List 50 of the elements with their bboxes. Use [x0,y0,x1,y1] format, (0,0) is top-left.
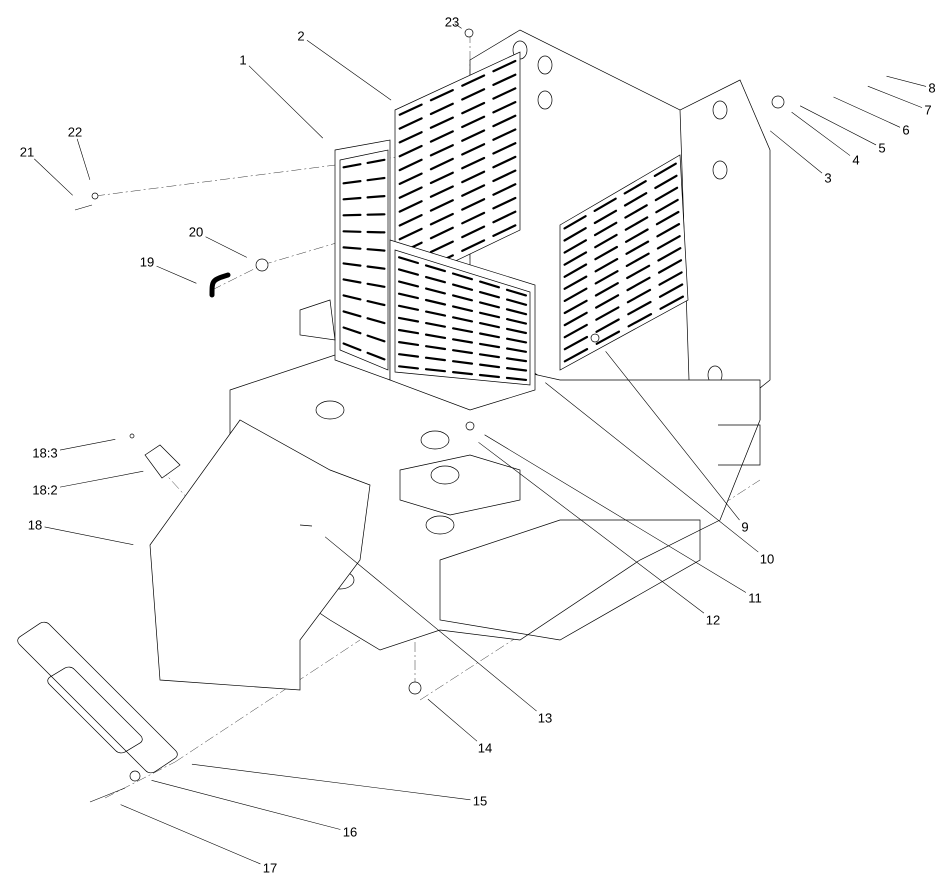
callout-number: 1 [240,56,246,64]
callout-number: 10 [760,554,774,564]
leader-line [60,439,116,450]
callout-number: 18 [28,520,42,530]
callout-number: 15 [474,796,487,806]
callout-number: 14 [478,744,492,752]
leader-line [800,106,876,146]
leader-line [44,526,134,545]
callout-number: 13 [538,713,552,723]
callout-number: 5 [878,143,886,153]
callout-number: 6 [903,125,910,135]
leader-line [76,138,90,180]
callout-number: 20 [189,227,203,237]
callout-number: 3 [824,173,832,183]
callout-number: 2 [298,31,304,41]
leader-line [428,698,478,742]
leader-line [545,382,759,552]
leader-line [886,76,926,87]
leader-line [770,130,822,174]
callout-number: 4 [852,156,860,164]
leader-line [324,536,537,712]
callout-number: 22 [68,127,82,137]
callout-number: 9 [742,522,748,532]
leader-line [120,804,261,864]
callout-number: 18:2 [33,485,57,495]
callout-number: 7 [925,106,931,114]
leader-line [60,470,144,488]
callout-number: 16 [344,827,357,837]
callout-number: 11 [749,594,762,602]
callout-number: 8 [928,83,936,93]
leader-line [34,158,73,196]
leader-line [306,40,392,100]
leader-line [248,66,324,138]
leader-line [192,764,471,800]
leader-line [454,24,462,29]
callout-number: 12 [706,615,720,625]
leader-line [833,96,900,128]
leader-line [605,351,740,520]
callout-number: 21 [20,147,34,157]
callout-number: 17 [264,864,277,872]
leader-line [484,434,746,593]
leader-line [156,266,197,284]
leader-line [478,442,704,614]
leader-line [205,236,248,258]
callout-number: 18:3 [33,448,58,458]
callout-number: 19 [140,257,154,267]
leader-line [151,780,341,830]
callout-number: 23 [445,17,459,27]
leader-line [791,112,850,156]
leader-line [868,86,922,108]
